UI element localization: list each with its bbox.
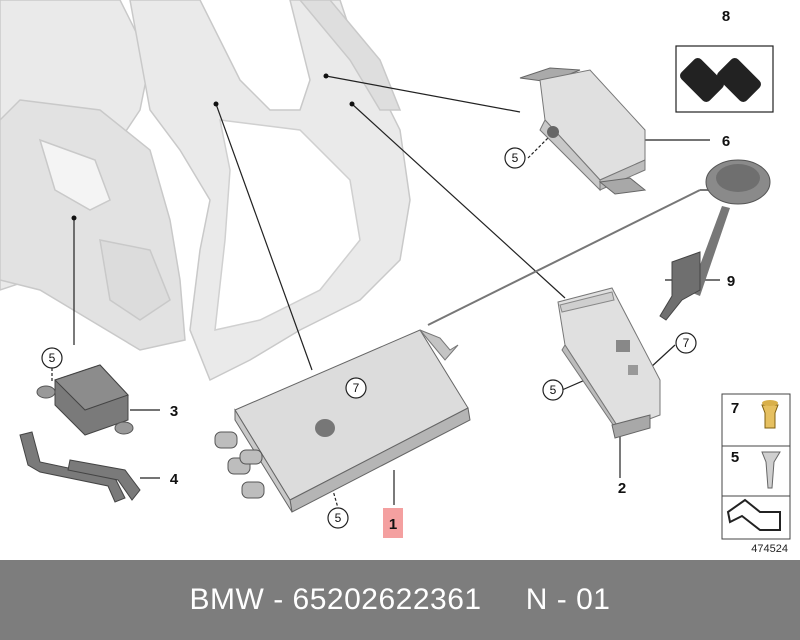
legend-label-7: 7 <box>731 400 739 417</box>
legend-label-5: 5 <box>731 449 739 466</box>
callout-7-main-unit: 7 <box>353 381 360 395</box>
bracket-part-9 <box>659 251 701 321</box>
callout-5-module-2: 5 <box>550 383 557 397</box>
part-label-1: 1 <box>389 516 397 533</box>
part-label-9: 9 <box>727 273 735 290</box>
fastener-legend <box>721 393 791 540</box>
part-label-8: 8 <box>722 8 730 25</box>
pads-box-part-8 <box>675 45 774 113</box>
part-label-6: 6 <box>722 133 730 150</box>
footer-gap <box>482 583 526 617</box>
part-label-3: 3 <box>170 403 178 420</box>
body-structure <box>0 0 411 382</box>
module-part-3 <box>36 364 134 436</box>
bracket-part-4 <box>19 431 141 503</box>
module-part-2 <box>557 287 661 439</box>
footer-brand: BMW <box>189 583 265 616</box>
callout-circles <box>41 147 697 529</box>
callout-5-module-6: 5 <box>512 151 519 165</box>
footer-code: N - 01 <box>525 583 611 616</box>
footer-separator: - <box>264 583 293 616</box>
footer-part-number: 65202622361 <box>292 583 482 616</box>
part-label-2: 2 <box>618 480 626 497</box>
callout-7-module-2: 7 <box>683 336 690 350</box>
main-unit-part-1 <box>214 329 471 513</box>
callout-5-module-3: 5 <box>49 351 56 365</box>
highlight-marker-part-1 <box>383 508 403 538</box>
part-label-4: 4 <box>170 471 179 488</box>
parts-diagram: 5 7 5 5 5 7 1 2 3 4 6 8 9 7 5 474524 <box>0 0 791 555</box>
part-number-footer: BMW - 65202622361 N - 01 <box>0 560 800 640</box>
leader-dots <box>71 73 355 221</box>
module-part-6 <box>519 67 647 195</box>
callout-5-main-unit: 5 <box>335 511 342 525</box>
diagram-reference-number: 474524 <box>751 543 788 555</box>
